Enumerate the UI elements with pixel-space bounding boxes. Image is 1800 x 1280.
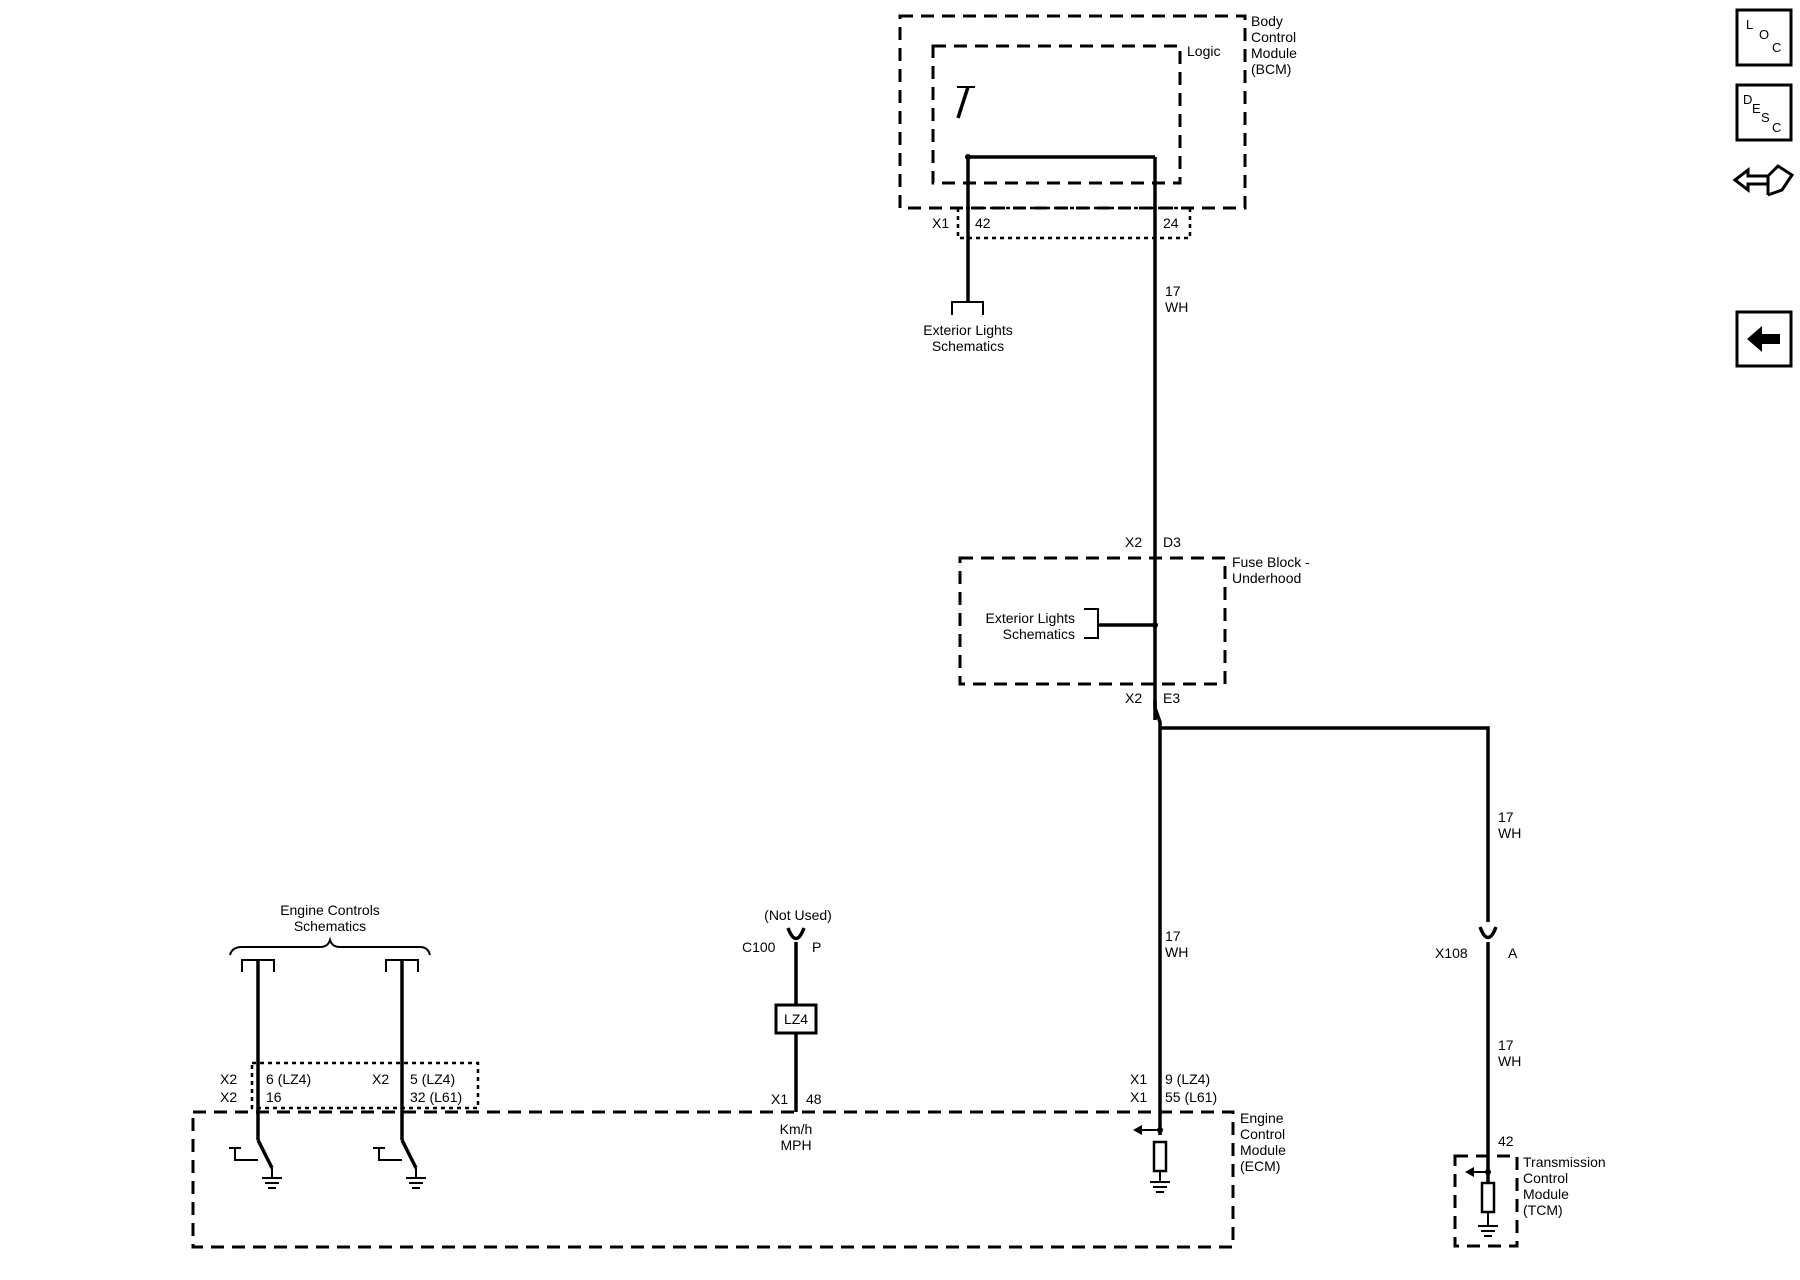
- ecm-input-conn-2: X1: [1130, 1089, 1147, 1105]
- wire-x108-gauge: 17: [1498, 809, 1514, 825]
- ecm-conn-a: X2: [220, 1071, 237, 1087]
- bcm-module: Logic Body Control Module (BCM) X1 42 24: [898, 13, 1297, 240]
- ground-arrow-icon[interactable]: [1732, 166, 1770, 194]
- bcm-name-line-2: Control: [1251, 29, 1296, 45]
- engine-controls-brace: [229, 936, 431, 956]
- tcm-name-line-2: Control: [1523, 1170, 1568, 1186]
- ecm-conn-c: X2: [372, 1071, 389, 1087]
- loc-letter-1: L: [1746, 17, 1753, 32]
- ecm-pin-a-1: 6 (LZ4): [266, 1071, 311, 1087]
- wire-fuse-ecm-gauge: 17: [1165, 928, 1181, 944]
- ecm-switch-a: [229, 1139, 282, 1189]
- ecm-name-line-3: Module: [1240, 1142, 1286, 1158]
- desc-letter-2: E: [1752, 101, 1761, 116]
- fuse-exterior-ref-2: Schematics: [1003, 626, 1075, 642]
- wire-bcm-fuse-gauge: 17: [1165, 283, 1181, 299]
- fuse-top-pin: D3: [1163, 534, 1181, 550]
- bcm-name-line-3: Module: [1251, 45, 1297, 61]
- fuse-exterior-ref-1: Exterior Lights: [986, 610, 1075, 626]
- engine-controls-ref-2: Schematics: [294, 918, 366, 934]
- c100-connector-icon: [786, 927, 806, 941]
- ecm-input-conn-1: X1: [1130, 1071, 1147, 1087]
- desc-button[interactable]: D E S C: [1735, 83, 1793, 142]
- ground-arrow-button[interactable]: [1732, 164, 1795, 197]
- bcm-logic-label: Logic: [1187, 43, 1220, 59]
- ecm-name-line-2: Control: [1240, 1126, 1285, 1142]
- ecm-conn-b: X2: [220, 1089, 237, 1105]
- ecm-pin-b-1: 5 (LZ4): [410, 1071, 455, 1087]
- fuse-top-conn: X2: [1125, 534, 1142, 550]
- tcm-module: 42 Transmission Control Module (TCM): [1453, 1133, 1606, 1248]
- exterior-lights-bracket-top: [951, 301, 984, 315]
- loc-button[interactable]: L O C: [1735, 8, 1793, 67]
- fuse-name-line-2: Underhood: [1232, 570, 1301, 586]
- engine-controls-ref-1: Engine Controls: [280, 902, 380, 918]
- desc-letter-3: S: [1761, 110, 1770, 125]
- tcm-name-line-3: Module: [1523, 1186, 1569, 1202]
- desc-icon[interactable]: [1735, 83, 1793, 142]
- wire-fuse-to-x108: [1160, 726, 1490, 922]
- wire-bcm-fuse-color: WH: [1165, 299, 1188, 315]
- fuse-bottom-pin: E3: [1163, 690, 1180, 706]
- ecm-module: Engine Control Module (ECM) Km/h MPH X1: [191, 1071, 1286, 1249]
- loc-letter-3: C: [1772, 40, 1781, 55]
- exterior-lights-ref-top-2: Schematics: [932, 338, 1004, 354]
- wire-fuse-to-ecm: [1153, 700, 1162, 1135]
- ecm-name-line-1: Engine: [1240, 1110, 1284, 1126]
- bcm-logic-outline: [931, 44, 1182, 185]
- bcm-conn-x1: X1: [932, 215, 949, 231]
- x108-pin: A: [1508, 945, 1518, 961]
- tcm-resistor: [1480, 1181, 1496, 1214]
- ecm-pin-a-2: 16: [266, 1089, 282, 1105]
- fuse-block-underhood: X2 D3 Fuse Block - Underhood Exterior Li…: [958, 534, 1310, 706]
- lz4-option-box: [774, 1003, 818, 1035]
- wire-fuse-ecm-color: WH: [1165, 944, 1188, 960]
- bcm-name-line-1: Body: [1251, 13, 1283, 29]
- ecm-speed-unit-2: MPH: [780, 1137, 811, 1153]
- ecm-speed-conn: X1: [771, 1091, 788, 1107]
- x108-name: X108: [1435, 945, 1468, 961]
- ecm-connector-strip: [250, 1061, 480, 1110]
- ecm-name-line-4: (ECM): [1240, 1158, 1280, 1174]
- c100-status: (Not Used): [764, 907, 832, 923]
- bcm-switch: [956, 86, 1155, 160]
- wire-x108-color: WH: [1498, 825, 1521, 841]
- bcm-outline: [898, 14, 1247, 210]
- ecm-speed-unit-1: Km/h: [780, 1121, 813, 1137]
- lz4-option-label: LZ4: [784, 1011, 808, 1027]
- back-button[interactable]: [1735, 310, 1793, 368]
- loc-icon[interactable]: [1735, 8, 1793, 67]
- ecm-pin-b-2: 32 (L61): [410, 1089, 462, 1105]
- tcm-name-line-4: (TCM): [1523, 1202, 1563, 1218]
- c100-pin: P: [812, 939, 821, 955]
- wire-tcm-color: WH: [1498, 1053, 1521, 1069]
- fuse-splice-dot: [1152, 622, 1158, 628]
- ecm-speed-pin: 48: [806, 1091, 822, 1107]
- tcm-pin: 42: [1498, 1133, 1514, 1149]
- bcm-name-line-4: (BCM): [1251, 61, 1291, 77]
- fuse-exterior-bracket: [1084, 608, 1099, 639]
- bcm-pin-24: 24: [1163, 215, 1179, 231]
- ecm-input-pin-2: 55 (L61): [1165, 1089, 1217, 1105]
- fuse-name-line-1: Fuse Block -: [1232, 554, 1310, 570]
- ecm-input-pin-1: 9 (LZ4): [1165, 1071, 1210, 1087]
- bcm-connector-strip: [956, 206, 1192, 240]
- c100-name: C100: [742, 939, 776, 955]
- fuse-bottom-conn: X2: [1125, 690, 1142, 706]
- bcm-pin-42: 42: [975, 215, 991, 231]
- ecm-switch-b: [373, 1139, 426, 1189]
- tcm-outline: [1453, 1154, 1519, 1248]
- desc-letter-4: C: [1772, 120, 1781, 135]
- fuse-block-outline: [958, 556, 1227, 686]
- desc-letter-1: D: [1743, 92, 1752, 107]
- loc-letter-2: O: [1759, 27, 1769, 42]
- x108-connector: X108 A: [1435, 926, 1518, 961]
- ecm-outline: [191, 1110, 1235, 1249]
- exterior-lights-ref-top-1: Exterior Lights: [923, 322, 1012, 338]
- tcm-name-line-1: Transmission: [1523, 1154, 1606, 1170]
- wire-tcm-gauge: 17: [1498, 1037, 1514, 1053]
- ecm-resistor: [1152, 1140, 1168, 1173]
